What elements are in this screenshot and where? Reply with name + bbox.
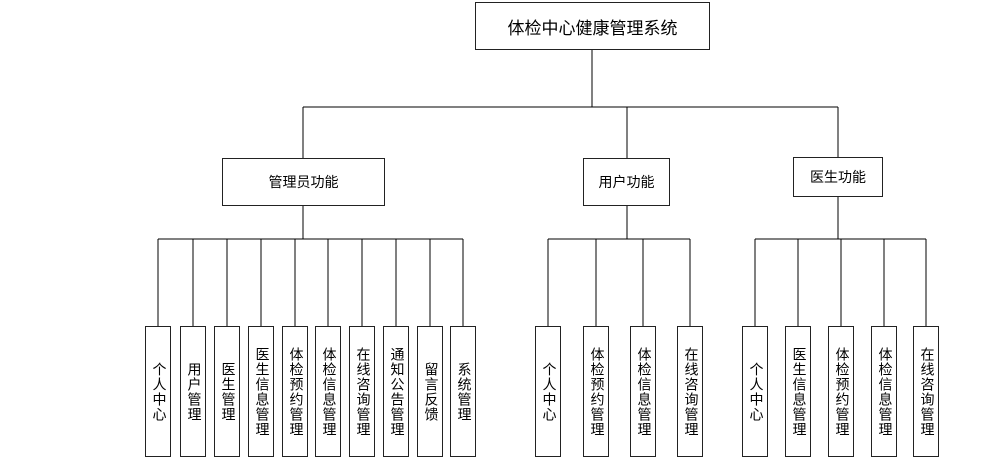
leaf-node: 在线咨询管理 [677, 326, 703, 457]
leaf-node: 在线咨询管理 [913, 326, 939, 457]
group-node-user: 用户功能 [583, 158, 670, 206]
leaf-node: 体检信息管理 [871, 326, 897, 457]
leaf-node: 体检预约管理 [282, 326, 308, 457]
group-node-doctor: 医生功能 [793, 157, 883, 197]
leaf-node: 通知公告管理 [383, 326, 409, 457]
leaf-node: 个人中心 [145, 326, 171, 457]
leaf-node: 在线咨询管理 [349, 326, 375, 457]
leaf-node: 体检信息管理 [630, 326, 656, 457]
leaf-node: 医生信息管理 [248, 326, 274, 457]
leaf-node: 个人中心 [742, 326, 768, 457]
leaf-node: 体检预约管理 [583, 326, 609, 457]
leaf-node: 体检预约管理 [828, 326, 854, 457]
leaf-node: 医生管理 [214, 326, 240, 457]
leaf-node: 医生信息管理 [785, 326, 811, 457]
group-node-admin: 管理员功能 [222, 158, 385, 206]
leaf-node: 用户管理 [180, 326, 206, 457]
leaf-node: 体检信息管理 [315, 326, 341, 457]
root-node: 体检中心健康管理系统 [475, 2, 710, 50]
leaf-node: 个人中心 [535, 326, 561, 457]
leaf-node: 留言反馈 [417, 326, 443, 457]
leaf-node: 系统管理 [450, 326, 476, 457]
